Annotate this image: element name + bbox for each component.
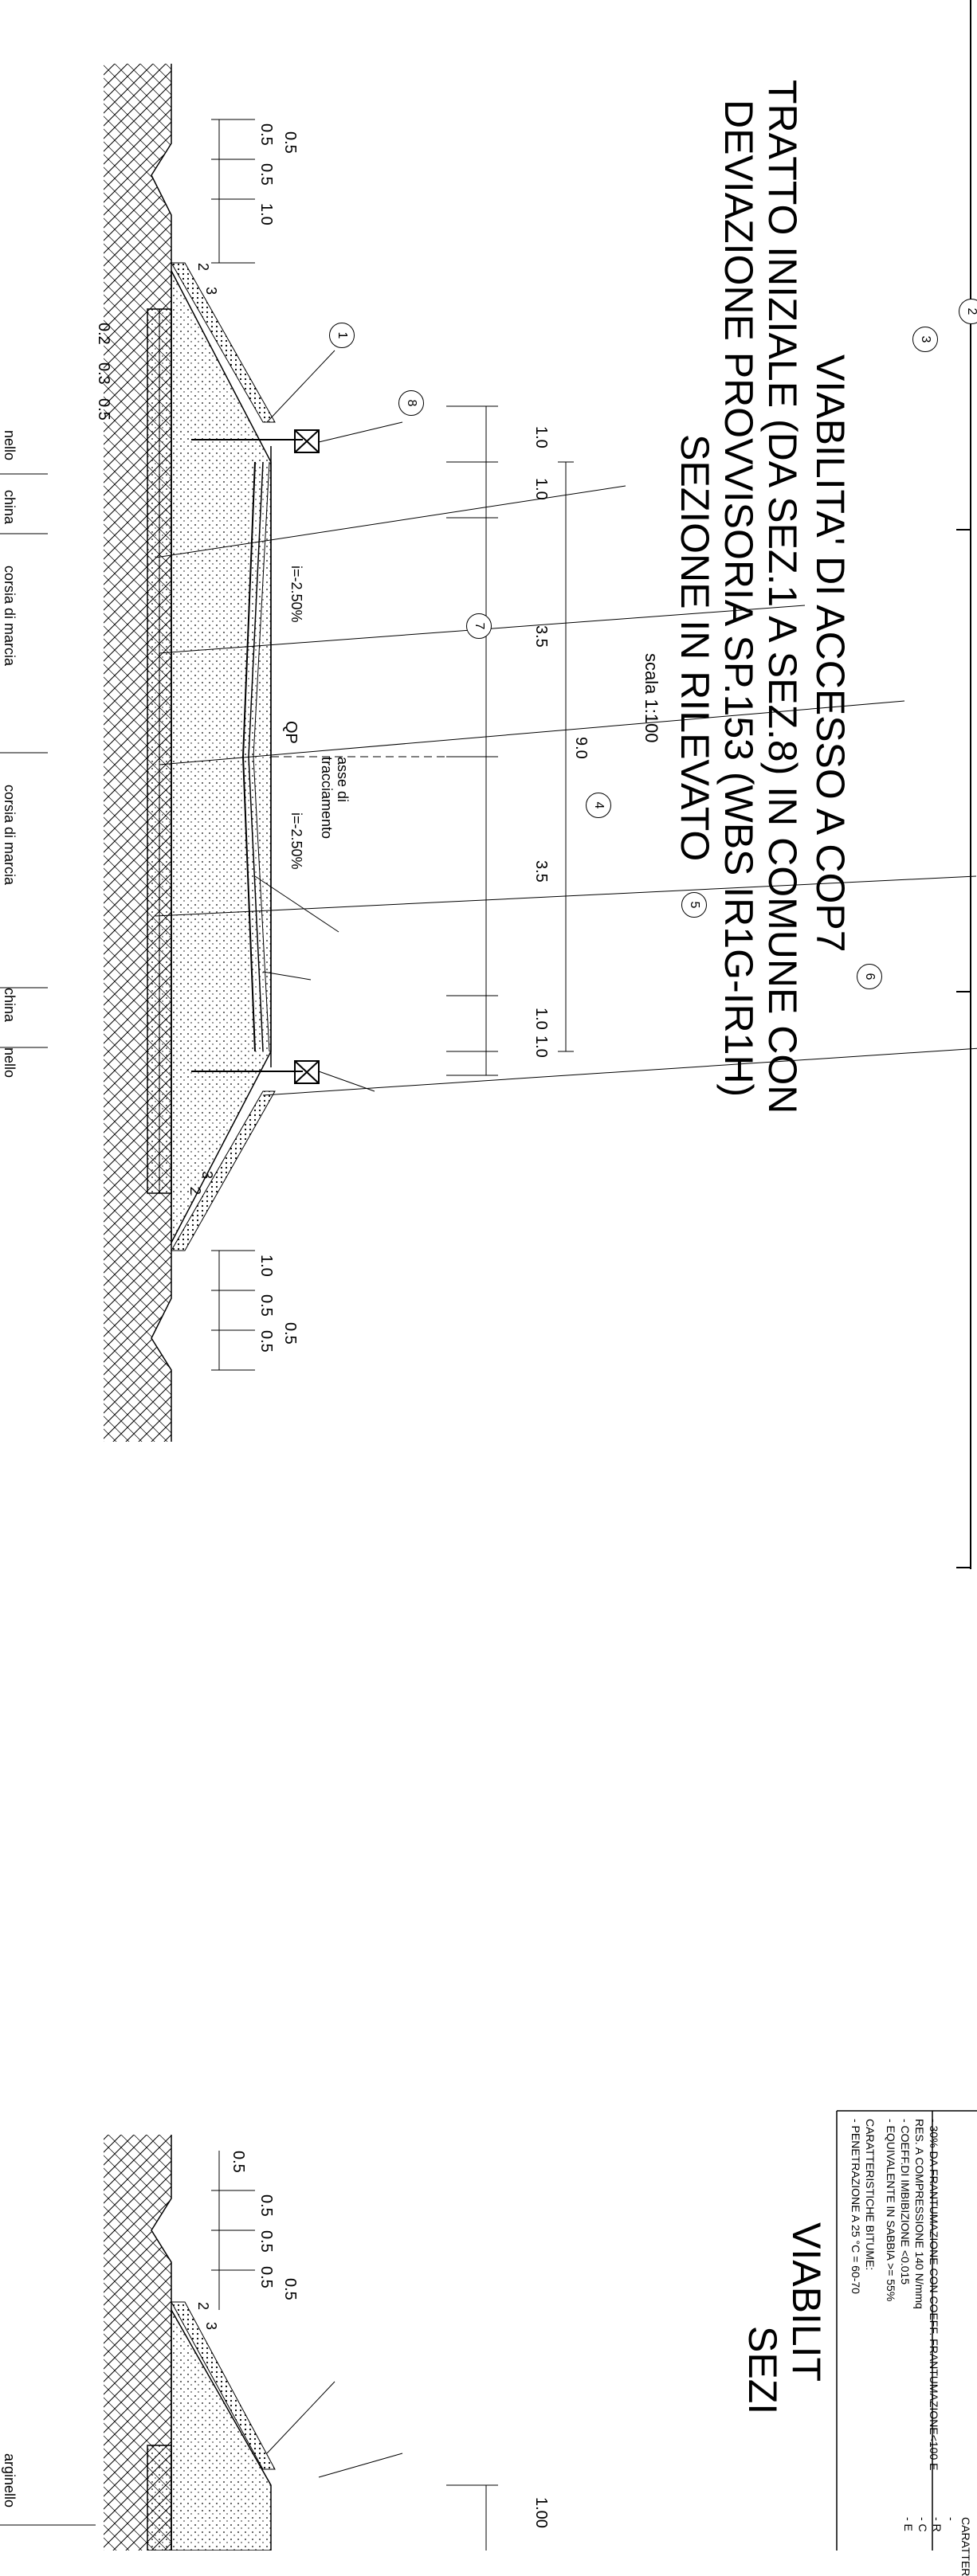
slope-right: i=-2.50% xyxy=(288,812,304,870)
note-line-2: RES. A COMPRESSIONE 140 N/mmq xyxy=(913,2119,926,2309)
dim-top-5: 1.0 xyxy=(532,1008,550,1030)
side-dim-left-1: 0.5 xyxy=(281,131,299,154)
notes-trailing-0: CARATTER xyxy=(959,2517,972,2576)
callout-2: 8 xyxy=(398,390,424,416)
notes-trailing-1: - xyxy=(945,2517,958,2521)
strip-label-2: china xyxy=(2,490,18,525)
guardrail-right xyxy=(191,1060,320,1084)
embankment xyxy=(147,262,276,1251)
slope-ratio-left-a: 2 xyxy=(195,263,211,272)
section2-side-dim-2: 0.5 xyxy=(257,2194,275,2217)
dim-top-1: 1.0 xyxy=(532,426,550,448)
strip-label-5: china xyxy=(2,988,18,1023)
callout-1: 1 xyxy=(329,323,355,348)
notes-frame xyxy=(836,2110,977,2551)
side-dimension-lines xyxy=(211,119,255,1371)
slope-ratio-left-b: 3 xyxy=(203,287,219,296)
side-dim-right-1: 1.0 xyxy=(257,1255,275,1277)
side-dim-right-3: 0.5 xyxy=(257,1330,275,1353)
title-line-4: SEZIONE IN RILEVATO xyxy=(673,434,717,862)
note-line-4: - EQUIVALENTE IN SABBIA >= 55% xyxy=(885,2119,897,2302)
scale-label: scala 1:100 xyxy=(642,653,661,743)
title-line-2: TRATTO INIZIALE (DA SEZ.1 A SEZ.8) IN CO… xyxy=(760,80,805,1114)
layer-thickness-3: 0.5 xyxy=(95,398,112,421)
note-line-1: - 30% DA FRANTUMAZIONE CON COEFF. FRANTU… xyxy=(928,2119,940,2471)
strip-label-3: corsia di marcia xyxy=(2,566,18,667)
strip-separators xyxy=(0,473,48,1048)
layer-thickness-1: 0.2 xyxy=(95,323,112,345)
callout-3: 7 xyxy=(466,613,492,639)
total-width: 9.0 xyxy=(572,737,590,759)
dim-top-3: 3.5 xyxy=(532,625,550,648)
section2-title-line-1: VIABILIT xyxy=(784,2222,829,2382)
section2-side-dim-4: 0.5 xyxy=(257,2266,275,2288)
dim-top-6: 1.0 xyxy=(532,1035,550,1058)
callout-5: 5 xyxy=(681,892,707,918)
side-dim-left-4: 1.0 xyxy=(257,203,275,225)
notes-heading: CARATTERISTICHE BITUME: xyxy=(864,2119,877,2271)
strip-label-6: nello xyxy=(2,1047,18,1079)
section2-side-dim-5: 0.5 xyxy=(281,2278,299,2300)
callout-6: 6 xyxy=(857,964,882,989)
callout-4: 4 xyxy=(586,793,611,818)
strip-label-4: corsia di marcia xyxy=(2,785,18,886)
side-dim-left-2: 0.5 xyxy=(257,123,275,146)
section2-strip-label: arginello xyxy=(2,2453,18,2508)
notes-bitume: - PENETRAZIONE A 25 °C = 60-70 xyxy=(849,2119,862,2294)
title-line-3: DEVIAZIONE PROVVISORIA SP.153 (WBS IR1G-… xyxy=(716,100,761,1098)
side-dim-right-4: 0.5 xyxy=(281,1322,299,1345)
side-dim-right-2: 0.5 xyxy=(257,1294,275,1317)
notes-trailing-4: - E xyxy=(902,2517,915,2531)
note-line-3: - COEFF.DI IMBIBIZIONE <0.015 xyxy=(899,2119,912,2285)
callout-7: 3 xyxy=(912,327,938,352)
section2-slope-ratio-a: 2 xyxy=(195,2302,211,2311)
slope-ratio-right-b: 2 xyxy=(187,1187,203,1196)
dim-top-2: 1.0 xyxy=(532,478,550,500)
dimension-lines xyxy=(271,405,574,1076)
section2-side-dim-1: 0.5 xyxy=(230,2151,247,2173)
slope-left: i=-2.50% xyxy=(288,566,304,623)
layer-thickness-2: 0.3 xyxy=(95,362,112,385)
axis-label-2: tracciamento xyxy=(319,757,335,840)
title-line-1: VIABILITA' DI ACCESSO A COP7 xyxy=(808,354,853,953)
section2-drawing xyxy=(0,2135,498,2551)
dim-top-4: 3.5 xyxy=(532,860,550,883)
qp-label: QP xyxy=(282,721,300,744)
section2-side-dim-3: 0.5 xyxy=(257,2230,275,2253)
guardrail-left xyxy=(191,429,320,453)
section2-slope-ratio-b: 3 xyxy=(203,2322,219,2331)
section2-title-line-2: SEZI xyxy=(740,2326,785,2415)
side-dim-left-3: 0.5 xyxy=(257,163,275,186)
notes-trailing-3: - C xyxy=(916,2517,929,2532)
slope-ratio-right-a: 3 xyxy=(199,1171,215,1180)
axis-label-1: asse di xyxy=(335,757,351,803)
section2-top-dim: 1.00 xyxy=(532,2497,550,2528)
notes-trailing-2: - R xyxy=(931,2517,944,2532)
sheet-frame xyxy=(956,0,971,1569)
strip-label-1: nello xyxy=(2,430,18,461)
